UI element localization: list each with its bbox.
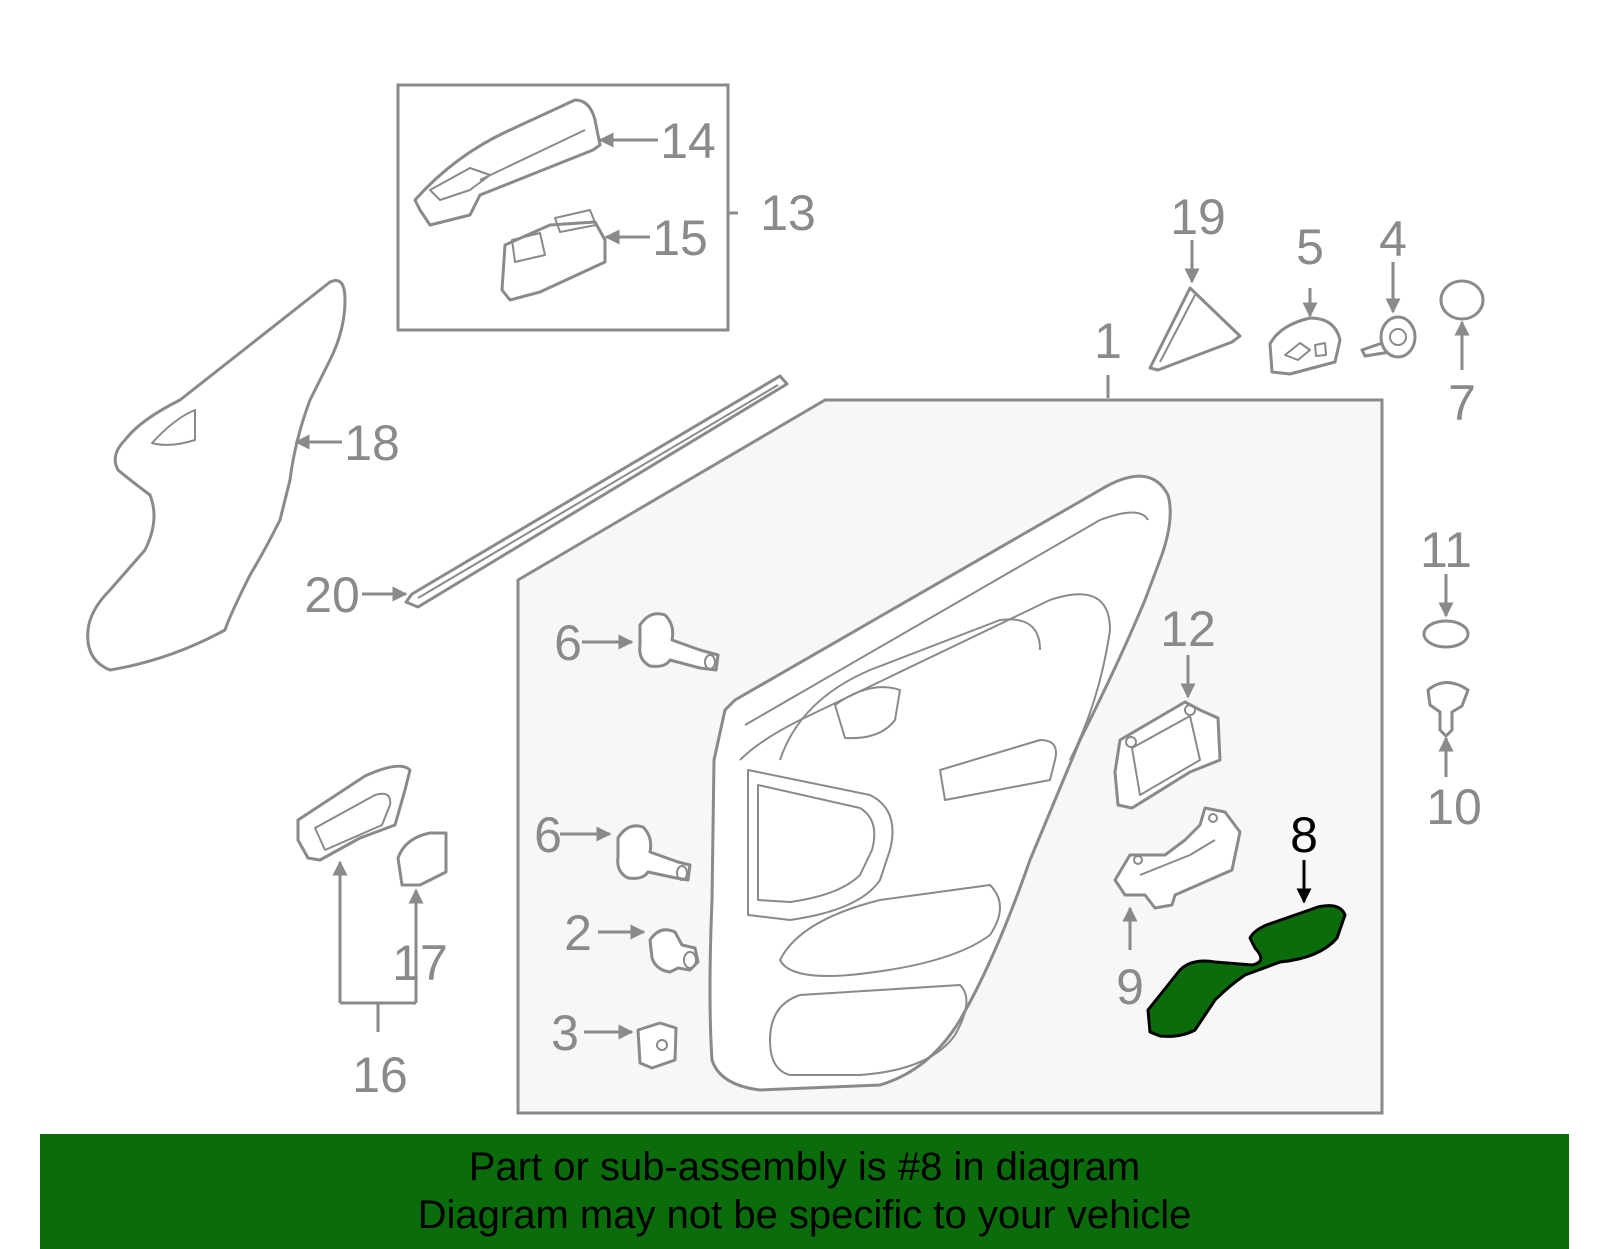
cap-7: [1439, 279, 1485, 321]
callout-7: 7: [1448, 375, 1476, 431]
callout-11: 11: [1420, 522, 1472, 578]
info-banner: Part or sub-assembly is #8 in diagram Di…: [40, 1134, 1569, 1249]
bolt-6-lower: [616, 824, 692, 882]
bolt-6-upper: [638, 612, 720, 672]
callout-20: 20: [304, 567, 360, 623]
armrest-part-8: [1146, 904, 1347, 1038]
callout-labels: 1 2 3 4 5 6 6 7 8 9 10 11 12 13 14 15 16…: [304, 113, 1482, 1103]
clip-10: [1426, 681, 1470, 738]
banner-line-part: Part or sub-assembly is #8 in diagram: [468, 1145, 1141, 1189]
banner-line-disclaimer: Diagram may not be specific to your vehi…: [417, 1193, 1192, 1237]
callout-6-lower: 6: [534, 807, 562, 863]
plug-11: [1422, 619, 1470, 649]
callout-6-upper: 6: [554, 615, 582, 671]
inside-handle-16: [296, 764, 412, 862]
callout-14: 14: [660, 113, 716, 169]
callout-15: 15: [652, 210, 708, 266]
fastener-2: [648, 928, 700, 974]
switch-assembly-box: [396, 83, 730, 332]
door-insulator: [86, 279, 347, 672]
callout-5: 5: [1296, 219, 1324, 275]
callout-8: 8: [1290, 807, 1318, 863]
handle-cover-17: [396, 831, 448, 887]
callout-18: 18: [344, 415, 400, 471]
callout-3: 3: [551, 1005, 579, 1061]
leader-lines: [294, 132, 1470, 1040]
callout-10: 10: [1426, 779, 1482, 835]
door-trim-panel: [708, 474, 1172, 1092]
bracket-12: [1113, 700, 1222, 810]
screw-4: [1360, 315, 1417, 359]
callout-16: 16: [352, 1047, 408, 1103]
corner-cover: [1148, 286, 1242, 372]
clip-3: [636, 1021, 678, 1070]
callout-2: 2: [564, 905, 592, 961]
bracket-9: [1113, 806, 1242, 910]
callout-9: 9: [1116, 959, 1144, 1015]
callout-19: 19: [1170, 189, 1226, 245]
callout-12: 12: [1160, 601, 1216, 657]
callout-13: 13: [760, 185, 816, 241]
callout-4: 4: [1379, 211, 1407, 267]
mounting-bracket: [1268, 316, 1342, 376]
callout-1: 1: [1094, 313, 1122, 369]
callout-17: 17: [392, 935, 448, 991]
